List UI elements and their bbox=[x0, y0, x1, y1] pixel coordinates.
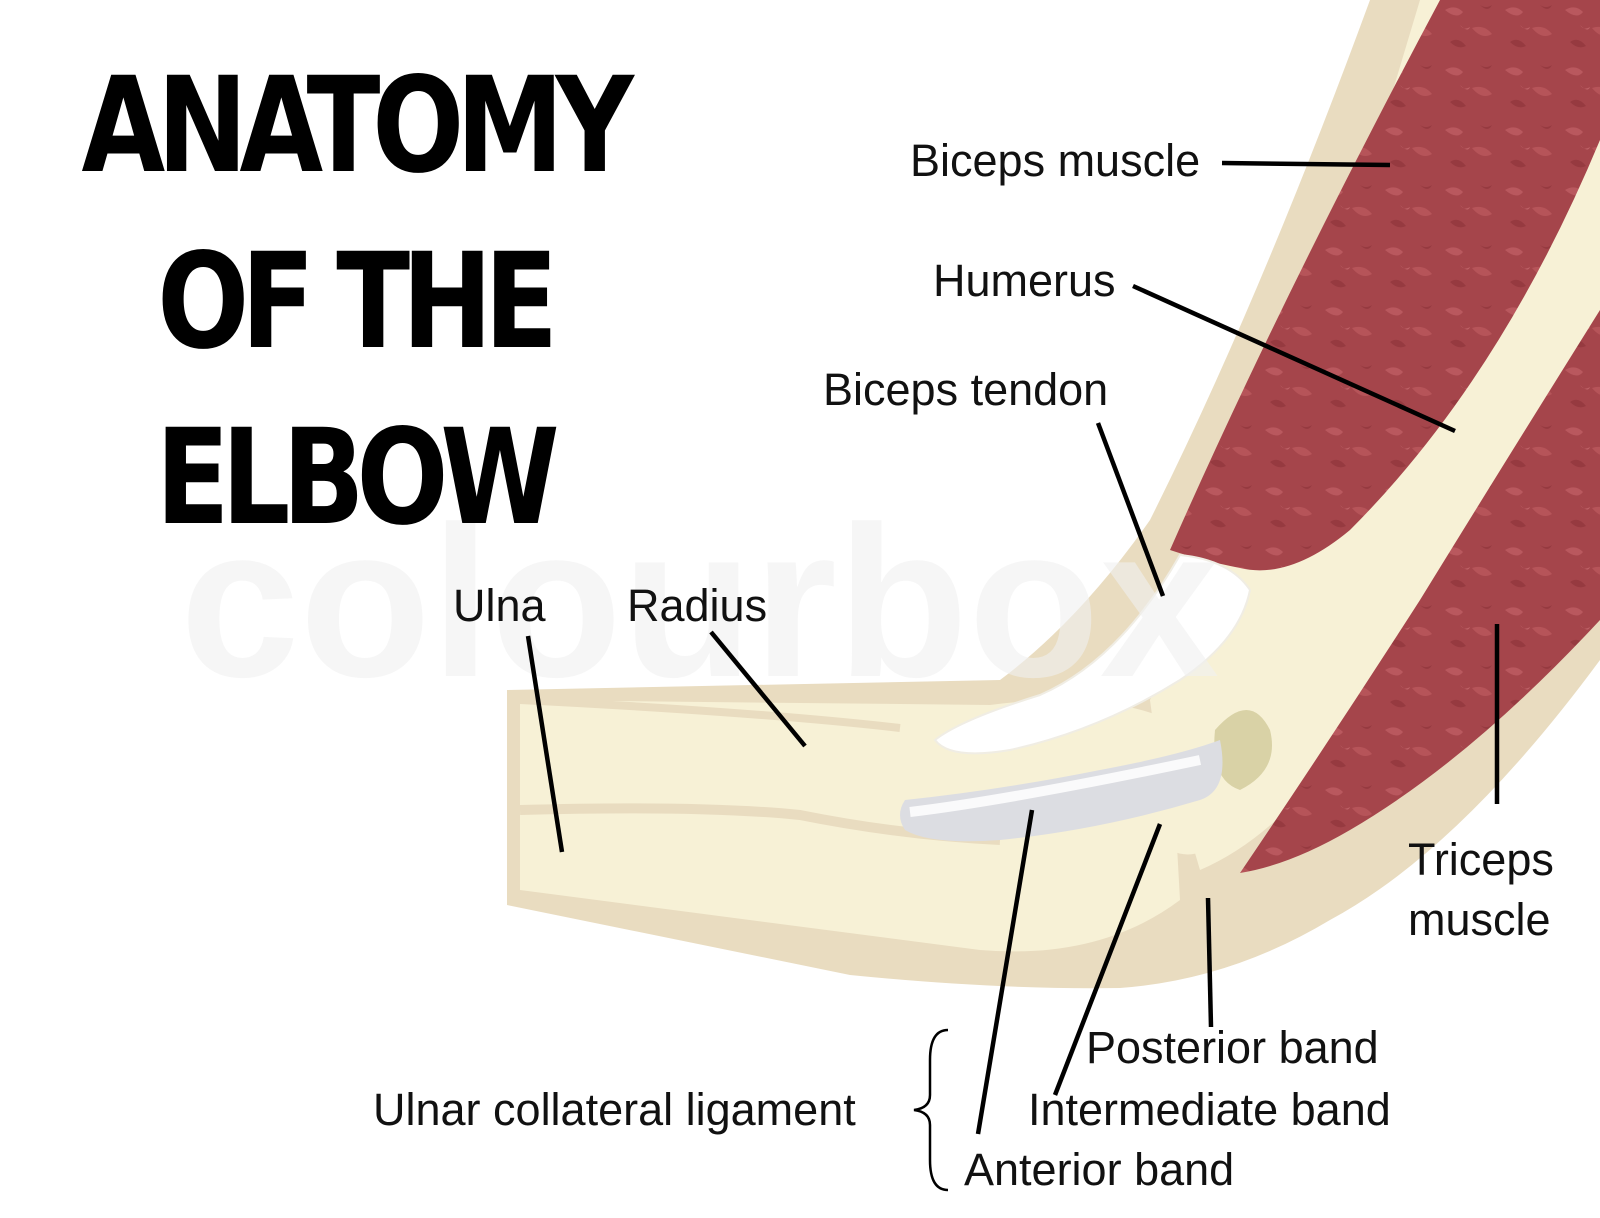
intermediate-band-leader bbox=[1052, 823, 1163, 1096]
cartilage bbox=[1214, 710, 1272, 790]
label-posterior-band: Posterior band bbox=[1086, 1022, 1379, 1073]
ligament-brace bbox=[913, 1028, 949, 1192]
ulna-leader bbox=[525, 635, 565, 853]
page-title: ANATOMY OF THE ELBOW bbox=[42, 38, 665, 566]
title-line-1: ANATOMY OF THE bbox=[81, 49, 633, 379]
label-humerus: Humerus bbox=[933, 255, 1116, 306]
label-anterior-band: Anterior band bbox=[964, 1144, 1235, 1195]
biceps-tendon bbox=[933, 553, 1252, 755]
biceps-tendon-leader bbox=[1095, 422, 1166, 597]
biceps-muscle-leader bbox=[1221, 160, 1391, 168]
anterior-band-leader bbox=[975, 809, 1035, 1135]
label-biceps-muscle: Biceps muscle bbox=[910, 135, 1201, 186]
label-radius: Radius bbox=[627, 580, 768, 631]
humerus-leader bbox=[1132, 283, 1456, 434]
label-ulnar-collateral-ligament: Ulnar collateral ligament bbox=[373, 1084, 856, 1135]
radius-leader bbox=[709, 630, 807, 748]
label-ulna: Ulna bbox=[453, 580, 546, 631]
label-triceps-line-1: Triceps bbox=[1408, 834, 1554, 885]
label-biceps-tendon: Biceps tendon bbox=[823, 364, 1109, 415]
leader-lines bbox=[525, 160, 1500, 1135]
watermark-text: colourbox bbox=[180, 481, 1219, 722]
label-intermediate-band: Intermediate band bbox=[1028, 1084, 1391, 1135]
biceps-muscle bbox=[1170, 0, 1600, 571]
triceps-muscle bbox=[1240, 310, 1600, 873]
title-line-2: ELBOW bbox=[155, 401, 560, 555]
label-triceps-line-2: muscle bbox=[1408, 894, 1551, 945]
posterior-band-leader bbox=[1205, 897, 1214, 1028]
ligament-highlight bbox=[909, 755, 1202, 817]
radius-upper-edge bbox=[519, 696, 901, 732]
